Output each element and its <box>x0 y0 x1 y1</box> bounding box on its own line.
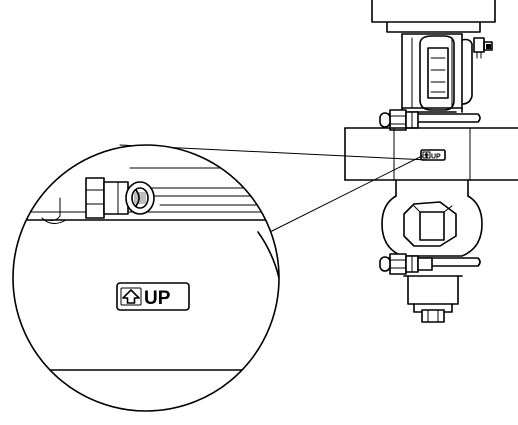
detail-magnifier: UP <box>12 144 280 412</box>
large-up-label-text: UP <box>144 288 171 309</box>
small-up-label-text: UP <box>431 153 441 160</box>
bottom-outlet <box>403 275 463 323</box>
valve-assembly: UP <box>344 0 518 323</box>
upper-clamp <box>379 109 481 131</box>
yoke-column <box>401 33 473 113</box>
lower-clamp <box>379 253 481 275</box>
valve-body <box>381 179 483 257</box>
large-up-label: UP <box>116 282 190 311</box>
detail-clamp <box>13 167 279 224</box>
actuator-housing <box>371 0 496 33</box>
small-up-label: UP <box>420 149 446 161</box>
arrow-up-icon <box>122 289 140 304</box>
side-fitting <box>473 37 493 59</box>
